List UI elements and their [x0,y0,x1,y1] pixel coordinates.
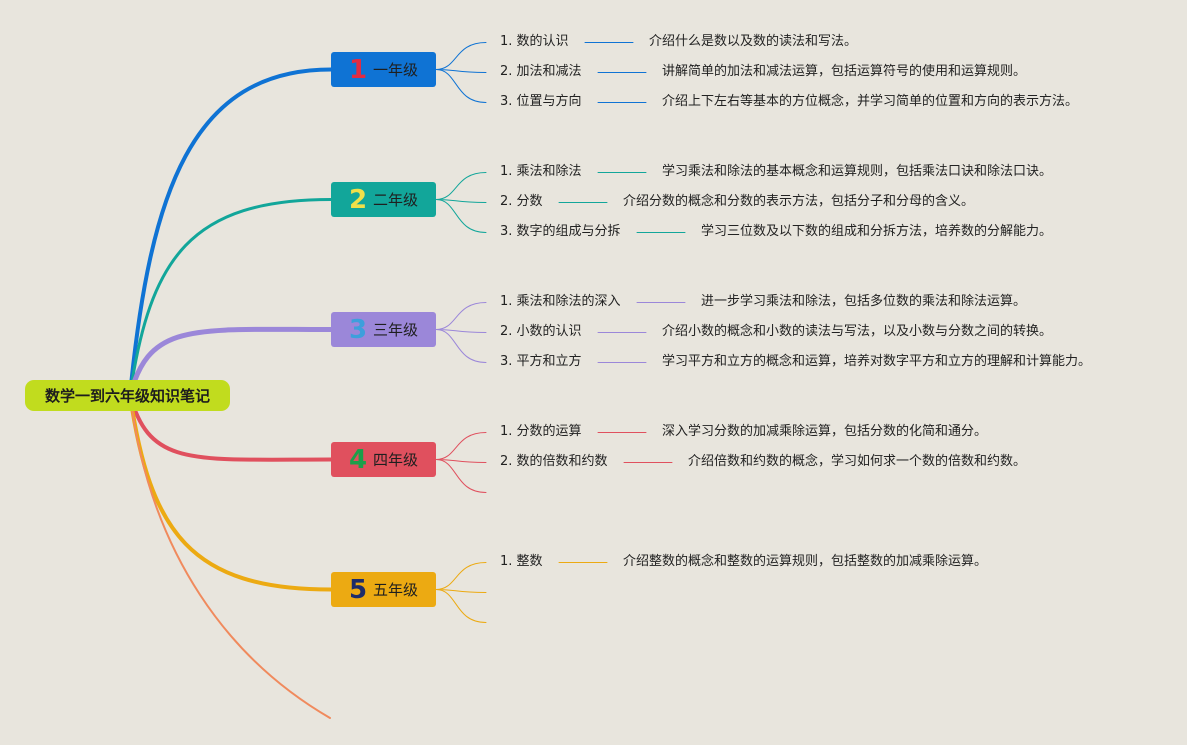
topic-connector [435,459,487,493]
topic-description: 深入学习分数的加减乘除运算，包括分数的化简和通分。 [662,423,988,439]
topic-connector [435,329,487,333]
topic-title[interactable]: 3. 位置与方向 [500,93,582,109]
topic-description: 讲解简单的加法和减法运算，包括运算符号的使用和运算规则。 [662,63,1027,79]
branch-line-三年级 [127,326,334,398]
grade-node-5[interactable]: 5 五年级 [331,572,436,607]
topic-title[interactable]: 1. 整数 [500,553,543,569]
topic-title[interactable]: 1. 乘法和除法 [500,163,582,179]
topic-connector [435,172,487,200]
topic-description: 学习三位数及以下数的组成和分拆方法，培养数的分解能力。 [701,223,1053,239]
topic-title[interactable]: 2. 小数的认识 [500,323,582,339]
grade-number: 1 [348,54,368,85]
grade-number: 2 [348,184,368,215]
topic-connector [435,562,487,590]
topic-connector [435,42,487,70]
topic-title[interactable]: 2. 分数 [500,193,543,209]
topic-connector [435,69,487,103]
topic-description: 介绍分数的概念和分数的表示方法，包括分子和分母的含义。 [623,193,975,209]
branch-line-extra [129,394,331,719]
topic-title[interactable]: 1. 乘法和除法的深入 [500,293,621,309]
topic-connector [435,589,487,593]
grade-label: 四年级 [373,451,419,469]
topic-connector [435,302,487,330]
topic-description: 介绍小数的概念和小数的读法与写法，以及小数与分数之间的转换。 [662,323,1053,339]
topic-description: 介绍整数的概念和整数的运算规则，包括整数的加减乘除运算。 [623,553,988,569]
topic-title[interactable]: 3. 平方和立方 [500,353,582,369]
grade-node-1[interactable]: 1 一年级 [331,52,436,87]
grade-label: 一年级 [373,61,419,79]
topic-title[interactable]: 1. 数的认识 [500,33,569,49]
topic-title[interactable]: 2. 数的倍数和约数 [500,453,608,469]
grade-number: 3 [348,314,368,345]
root-topic[interactable]: 数学一到六年级知识笔记 [25,380,230,411]
grade-node-3[interactable]: 3 三年级 [331,312,436,347]
topic-title[interactable]: 2. 加法和减法 [500,63,582,79]
topic-connector [435,589,487,623]
grade-label: 三年级 [373,321,419,339]
topic-description: 介绍倍数和约数的概念，学习如何求一个数的倍数和约数。 [688,453,1027,469]
topic-description: 学习平方和立方的概念和运算，培养对数字平方和立方的理解和计算能力。 [662,353,1092,369]
grade-label: 五年级 [373,581,419,599]
topic-description: 学习乘法和除法的基本概念和运算规则，包括乘法口诀和除法口诀。 [662,163,1053,179]
grade-node-2[interactable]: 2 二年级 [331,182,436,217]
branch-line-一年级 [128,67,333,397]
topic-connector [435,329,487,363]
topic-connector [435,199,487,203]
topic-description: 介绍上下左右等基本的方位概念，并学习简单的位置和方向的表示方法。 [662,93,1079,109]
topic-connector [435,459,487,463]
root-title: 数学一到六年级知识笔记 [44,387,210,405]
grade-label: 二年级 [373,191,419,209]
topic-title[interactable]: 3. 数字的组成与分拆 [500,223,621,239]
topic-description: 进一步学习乘法和除法，包括多位数的乘法和除法运算。 [701,293,1027,309]
branch-line-五年级 [128,393,333,592]
branch-line-四年级 [128,393,333,462]
grade-number: 4 [348,444,368,475]
topic-title[interactable]: 1. 分数的运算 [500,423,582,439]
topic-connector [435,69,487,73]
topic-connector [435,199,487,233]
branch-line-二年级 [128,198,333,397]
grade-node-4[interactable]: 4 四年级 [331,442,436,477]
topic-connector [435,432,487,460]
topic-description: 介绍什么是数以及数的读法和写法。 [649,33,858,49]
grade-number: 5 [348,574,368,605]
